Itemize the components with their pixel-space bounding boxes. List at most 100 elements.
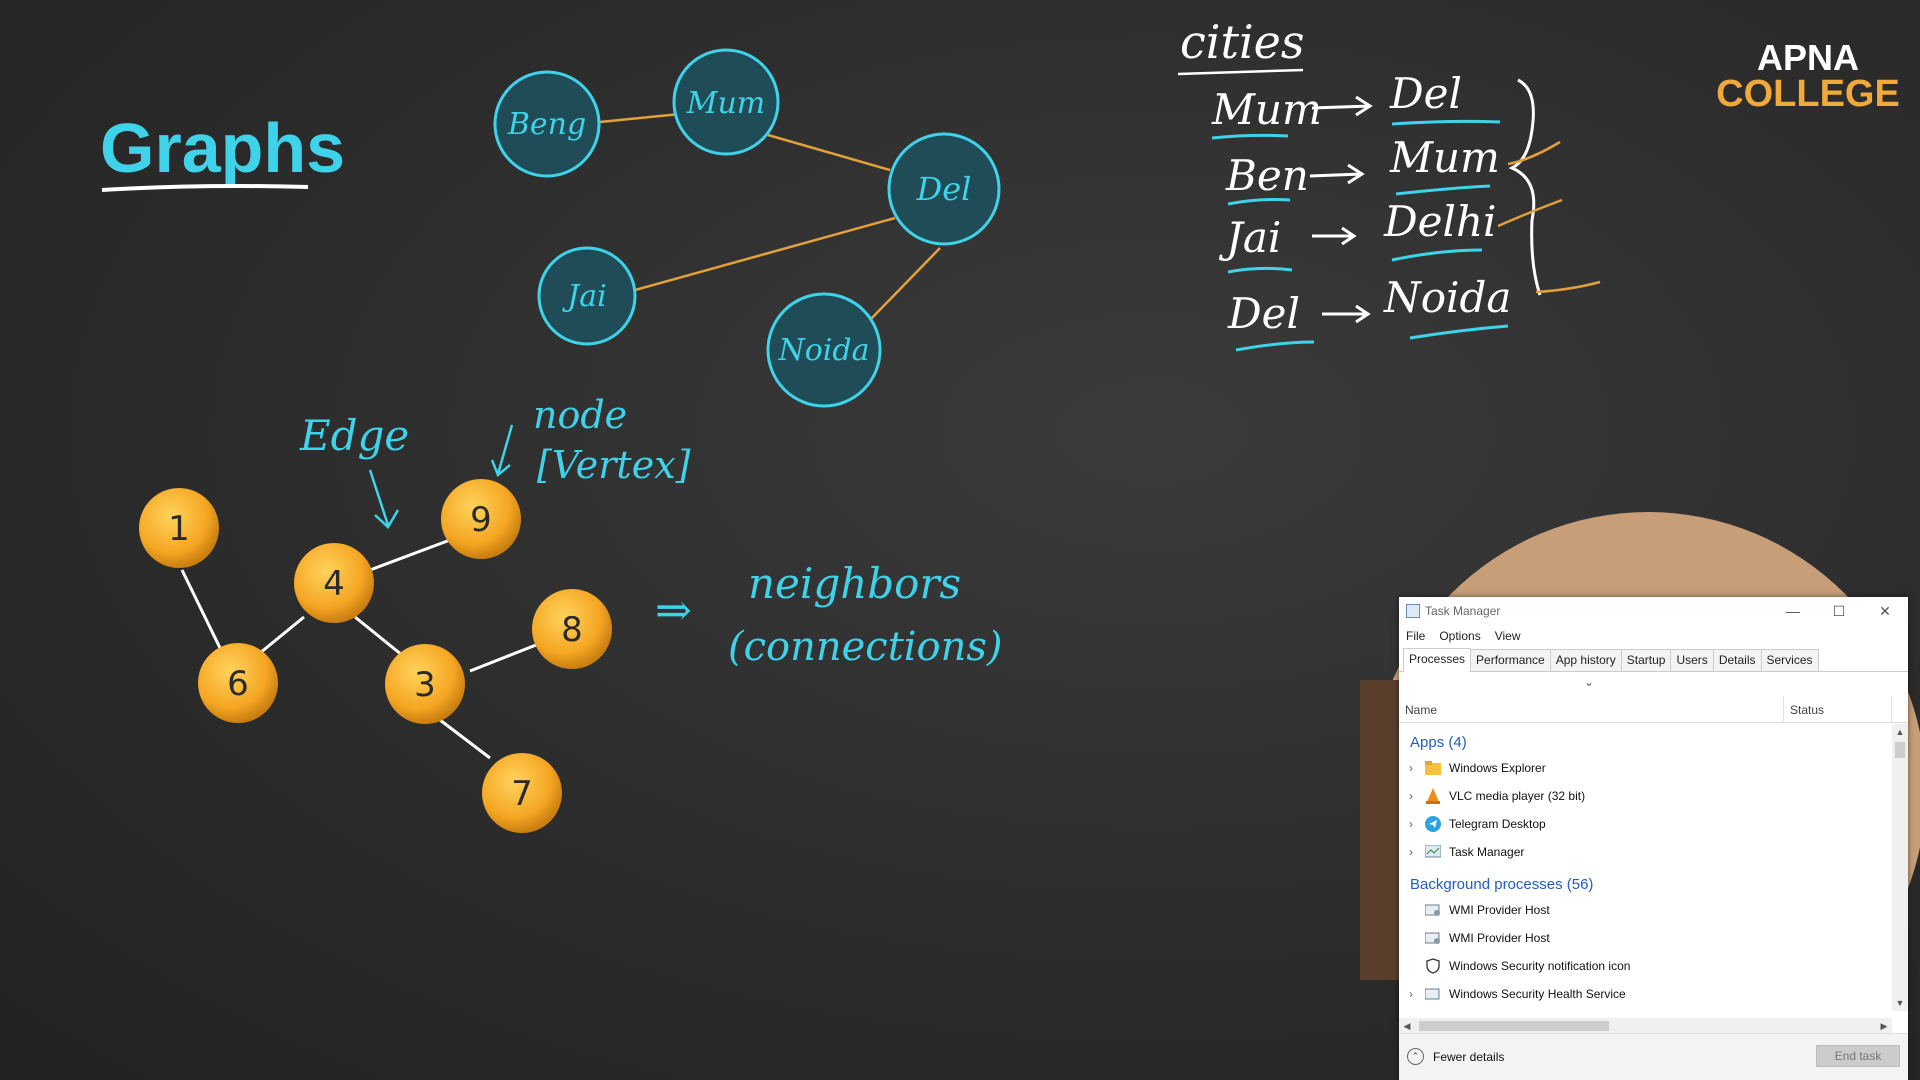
- menu-view[interactable]: View: [1494, 629, 1521, 643]
- apps-group-header[interactable]: Apps (4): [1410, 734, 1467, 751]
- expand-chevron-icon[interactable]: ›: [1409, 789, 1413, 803]
- scroll-left-icon[interactable]: ◀: [1403, 1021, 1411, 1031]
- service-icon: [1425, 986, 1441, 1002]
- column-name[interactable]: Name: [1399, 696, 1784, 722]
- process-row[interactable]: › VLC media player (32 bit): [1399, 782, 1892, 810]
- tab-processes[interactable]: Processes: [1403, 648, 1472, 672]
- telegram-icon: [1425, 816, 1441, 832]
- process-name: Telegram Desktop: [1449, 817, 1546, 831]
- city-pair-2: Ben Mum: [1225, 133, 1500, 206]
- expand-chevron-icon[interactable]: ›: [1409, 845, 1413, 859]
- process-row[interactable]: Windows Security notification icon: [1399, 952, 1892, 980]
- scroll-up-icon[interactable]: ▲: [1895, 727, 1905, 737]
- number-node-6: 6: [198, 643, 278, 723]
- number-node-3: 3: [385, 644, 465, 724]
- horizontal-scroll-thumb[interactable]: [1419, 1021, 1609, 1031]
- window-title: Task Manager: [1425, 604, 1501, 618]
- tab-performance[interactable]: Performance: [1470, 649, 1551, 671]
- background-group-header[interactable]: Background processes (56): [1410, 876, 1594, 893]
- city-pair-3: Jai Delhi: [1218, 197, 1496, 274]
- process-name: WMI Provider Host: [1449, 931, 1550, 945]
- brand-line1: APNA: [1757, 37, 1859, 78]
- svg-text:4: 4: [323, 564, 345, 604]
- svg-text:7: 7: [511, 774, 533, 814]
- menu-bar: File Options View: [1399, 625, 1908, 647]
- process-row[interactable]: WMI Provider Host: [1399, 896, 1892, 924]
- tab-users[interactable]: Users: [1670, 649, 1714, 671]
- svg-text:Jai: Jai: [1218, 213, 1281, 262]
- title-bar[interactable]: Task Manager — ☐ ✕: [1399, 597, 1908, 625]
- process-name: Windows Security notification icon: [1449, 959, 1631, 973]
- menu-file[interactable]: File: [1406, 629, 1426, 643]
- expand-chevron-icon[interactable]: ›: [1409, 987, 1413, 1001]
- neighbors-label: neighbors: [748, 559, 961, 608]
- process-row[interactable]: › Telegram Desktop: [1399, 810, 1892, 838]
- city-node-beng: Beng: [493, 70, 601, 178]
- process-row[interactable]: › Windows Explorer: [1399, 754, 1892, 782]
- scroll-down-icon[interactable]: ▼: [1895, 998, 1905, 1008]
- svg-text:Mum: Mum: [1389, 133, 1500, 182]
- svg-text:Del: Del: [1227, 289, 1300, 338]
- close-button[interactable]: ✕: [1879, 602, 1891, 619]
- neighbors-arrow: ⇒: [655, 585, 692, 636]
- svg-text:9: 9: [470, 500, 492, 540]
- number-node-9: 9: [441, 479, 521, 559]
- title-underline: [101, 184, 309, 192]
- city-graph-edges: [599, 112, 941, 323]
- horizontal-scrollbar[interactable]: ◀ ▶: [1399, 1018, 1892, 1034]
- svg-text:Mum: Mum: [1211, 85, 1322, 134]
- column-status[interactable]: Status: [1784, 696, 1892, 722]
- process-name: Windows Security Health Service: [1449, 987, 1626, 1001]
- expand-chevron-icon[interactable]: ›: [1409, 761, 1413, 775]
- column-header: Name Status: [1399, 696, 1908, 723]
- fewer-details-button[interactable]: ⌃ Fewer details: [1407, 1048, 1504, 1065]
- svg-text:8: 8: [561, 610, 583, 650]
- sort-indicator-row: ⌄: [1399, 672, 1908, 696]
- city-pair-1: Mum Del: [1211, 69, 1501, 140]
- node-arrow: [490, 424, 514, 478]
- city-pair-4: Del Noida: [1227, 273, 1511, 352]
- service-icon: [1425, 930, 1441, 946]
- svg-text:Noida: Noida: [778, 333, 870, 368]
- slide-title: Graphs: [100, 109, 345, 187]
- brace-orange-marks: [1497, 140, 1601, 294]
- folder-icon: [1425, 760, 1441, 776]
- process-name: Windows Explorer: [1449, 761, 1546, 775]
- city-node-jai: Jai: [537, 246, 637, 346]
- process-row[interactable]: WMI Provider Host: [1399, 924, 1892, 952]
- menu-options[interactable]: Options: [1439, 629, 1481, 643]
- number-node-1: 1: [139, 488, 219, 568]
- brand-line2: COLLEGE: [1716, 73, 1900, 115]
- connections-label: (connections): [728, 624, 1003, 670]
- minimize-button[interactable]: —: [1786, 603, 1800, 619]
- scroll-right-icon[interactable]: ▶: [1880, 1021, 1888, 1031]
- tab-services[interactable]: Services: [1760, 649, 1819, 671]
- svg-text:Delhi: Delhi: [1383, 197, 1496, 246]
- tab-startup[interactable]: Startup: [1620, 649, 1672, 671]
- tab-details[interactable]: Details: [1712, 649, 1762, 671]
- scroll-thumb[interactable]: [1895, 742, 1905, 758]
- chevron-down-icon[interactable]: ⌄: [1584, 675, 1595, 689]
- tab-app-history[interactable]: App history: [1549, 649, 1622, 671]
- process-row[interactable]: › Windows Security Health Service: [1399, 980, 1892, 1008]
- chevron-up-icon: ⌃: [1407, 1048, 1424, 1065]
- vertical-scrollbar[interactable]: ▲ ▼: [1892, 724, 1908, 1011]
- number-graph-edges: [180, 538, 537, 760]
- cities-heading: cities: [1180, 15, 1305, 69]
- maximize-button[interactable]: ☐: [1832, 602, 1846, 619]
- end-task-button[interactable]: End task: [1816, 1045, 1900, 1067]
- expand-chevron-icon[interactable]: ›: [1409, 817, 1413, 831]
- number-node-7: 7: [482, 753, 562, 833]
- process-row[interactable]: › Task Manager: [1399, 838, 1892, 866]
- edge-label: Edge: [299, 411, 409, 460]
- task-manager-window[interactable]: Task Manager — ☐ ✕ File Options View Pro…: [1399, 597, 1908, 1080]
- city-node-noida: Noida: [766, 292, 882, 408]
- shield-icon: [1425, 958, 1441, 974]
- process-name: Task Manager: [1449, 845, 1525, 859]
- edge-arrow: [368, 469, 400, 529]
- cities-brace: [1508, 78, 1542, 296]
- svg-text:Mum: Mum: [686, 86, 766, 121]
- svg-text:Beng: Beng: [507, 107, 586, 142]
- svg-text:1: 1: [168, 509, 190, 549]
- footer-bar: ⌃ Fewer details End task: [1399, 1033, 1908, 1080]
